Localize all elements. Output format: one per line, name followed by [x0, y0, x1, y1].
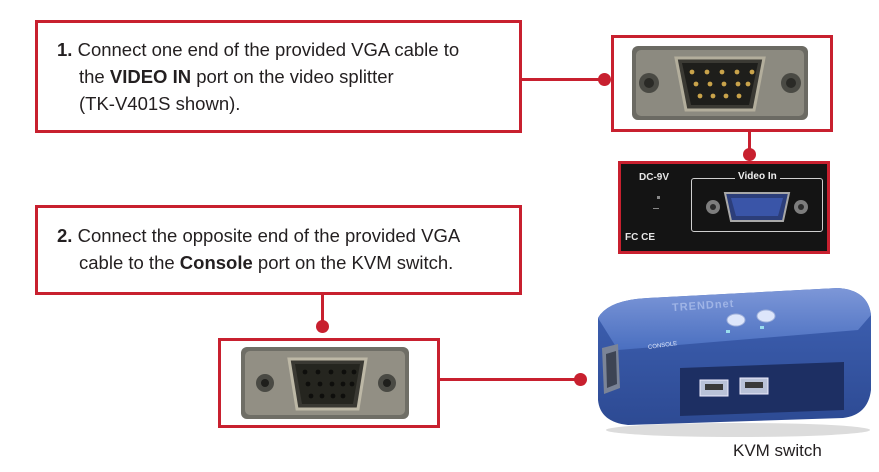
- step1-number: 1.: [57, 39, 73, 60]
- step2-box: [35, 205, 522, 295]
- kvm-caption: KVM switch: [733, 441, 822, 460]
- vga-male-connector-image: [614, 38, 830, 129]
- step2-line2-suffix: port on the KVM switch.: [252, 252, 454, 273]
- step1-connector-dot: [598, 73, 611, 86]
- step2-connector-line: [321, 295, 324, 325]
- step2-line1: Connect the opposite end of the provided…: [77, 225, 461, 246]
- kvm-connector-line: [440, 378, 580, 381]
- vga-female-connector-image: [221, 341, 437, 425]
- step1-line3: (TK-V401S shown).: [79, 93, 241, 114]
- kvm-connector-dot: [574, 373, 587, 386]
- vga-port-icon: [706, 192, 808, 222]
- step1-text: 1. Connect one end of the provided VGA c…: [57, 36, 459, 117]
- power-led-icon: [657, 196, 660, 199]
- step1-line2-prefix: the: [79, 66, 110, 87]
- fc-ce-label: FC CE: [625, 232, 655, 243]
- step2-connector-dot: [316, 320, 329, 333]
- video-in-label: Video In: [735, 171, 780, 182]
- splitter-panel-image: DC-9V FC CE Video In: [621, 164, 827, 251]
- step2-text: 2. Connect the opposite end of the provi…: [57, 222, 460, 276]
- step1-line1: Connect one end of the provided VGA cabl…: [77, 39, 460, 60]
- step1-connector-line: [522, 78, 604, 81]
- step2-line2-prefix: cable to the: [79, 252, 180, 273]
- kvm-switch-image: [598, 288, 871, 437]
- splitter-connector-dot: [743, 148, 756, 161]
- dc-9v-label: DC-9V: [639, 172, 670, 183]
- step1-box: [35, 20, 522, 133]
- step1-video-in-label: VIDEO IN: [109, 66, 192, 87]
- step1-line2-suffix: port on the video splitter: [191, 66, 394, 87]
- power-minus-icon: [653, 208, 659, 209]
- step2-number: 2.: [57, 225, 73, 246]
- step2-console-label: Console: [179, 252, 253, 273]
- splitter-connector-line: [748, 132, 751, 156]
